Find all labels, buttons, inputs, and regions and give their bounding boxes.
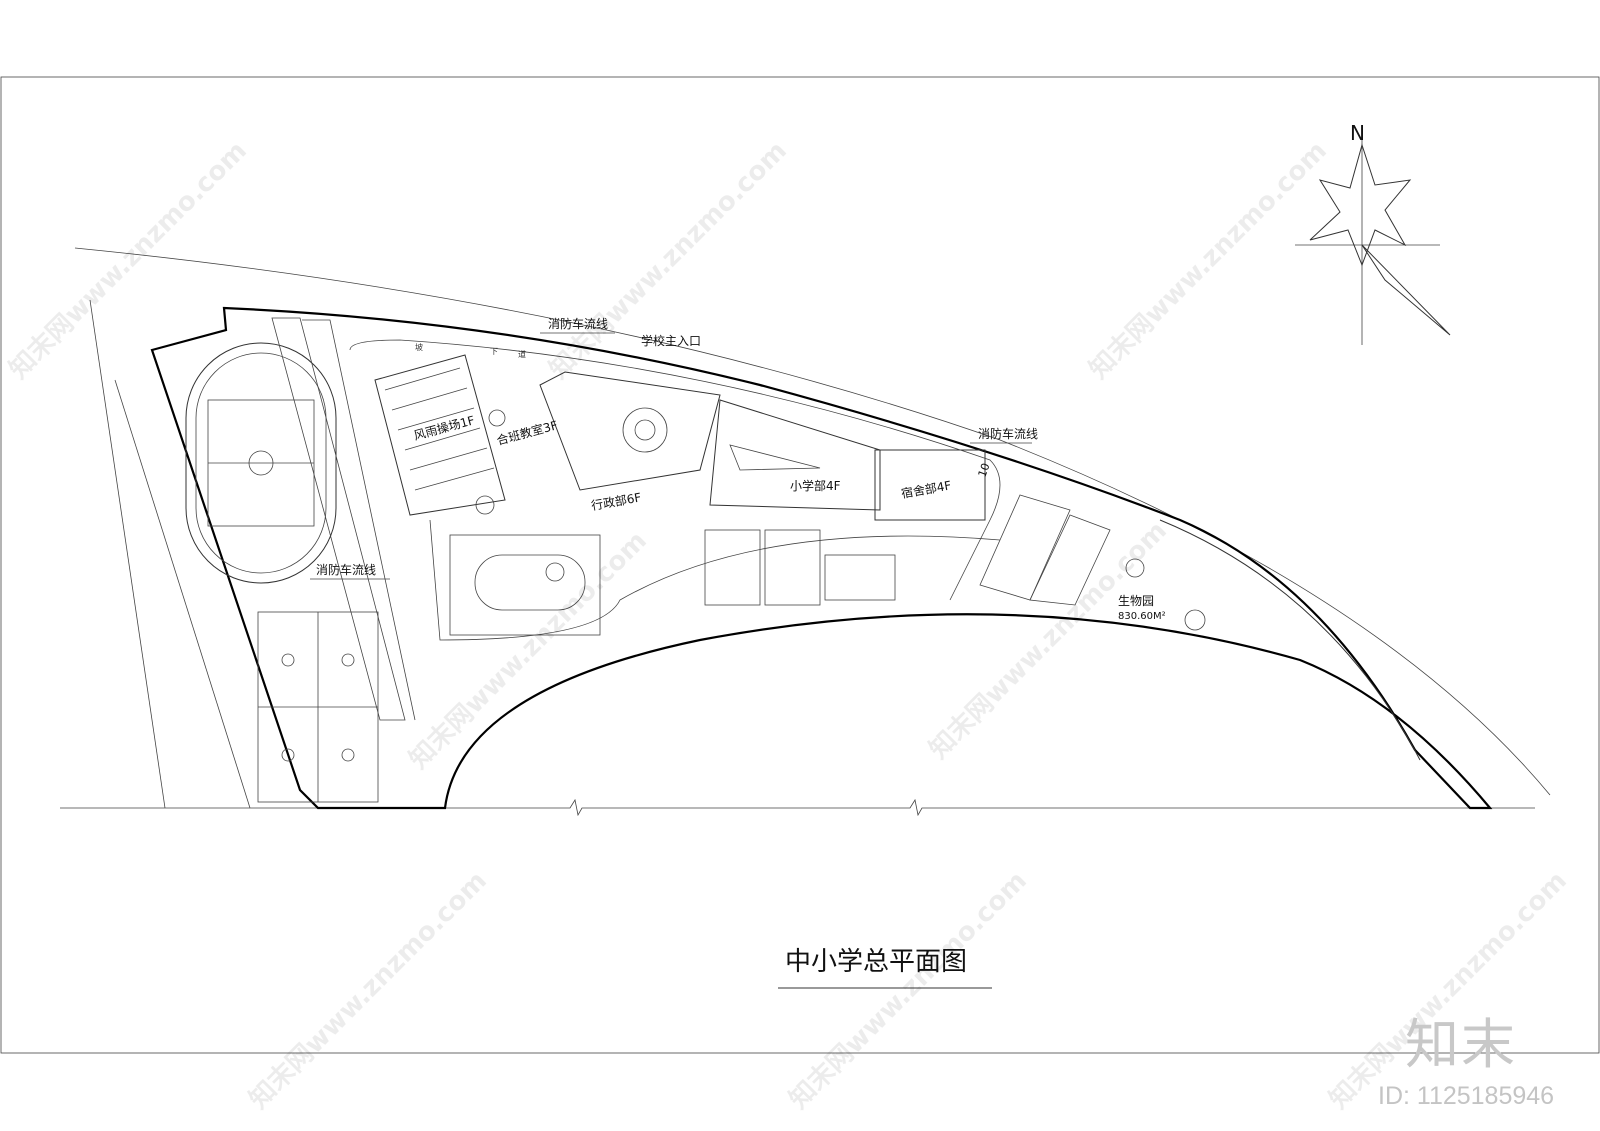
north-label: N [1350,121,1365,145]
drawing-title: 中小学总平面图 [785,947,967,977]
tennis-courts [704,529,896,606]
fire-route-label: 消防车流线 [548,316,608,331]
courtyard [449,534,601,636]
dorm-label: 宿舍部4F [900,477,952,501]
left-road [89,299,166,809]
fire-route-label: 消防车流线 [978,426,1038,441]
watermark-id: ID: 1125185946 [1378,1082,1555,1110]
drawing-frame [0,76,1600,1054]
stands [271,317,406,721]
ground-line [60,798,1535,817]
dimension-label: 10 [976,461,993,479]
svg-text:知末网www.znzmo.com: 知末网www.znzmo.com [244,866,493,1115]
bio-garden-area: 830.60M² [1118,611,1166,622]
site-boundary [150,306,1493,810]
svg-text:知末网www.znzmo.com: 知末网www.znzmo.com [1084,136,1333,385]
ramp-label: 下 [490,347,498,356]
gym-building [374,354,506,516]
svg-text:知末网www.znzmo.com: 知末网www.znzmo.com [924,516,1173,765]
outer-road [74,247,1551,796]
primary-label: 小学部4F [790,478,841,493]
svg-text:知末网www.znzmo.com: 知末网www.znzmo.com [784,866,1033,1115]
basketball-courts [257,611,379,803]
ramp-label: 坡 [415,342,423,352]
admin-building [539,371,721,491]
trees [475,409,1206,631]
joint-classroom-label: 合班教室3F [495,417,559,448]
svg-text:知末网www.znzmo.com: 知末网www.znzmo.com [404,526,653,775]
fire-route-label: 消防车流线 [316,562,376,577]
ramp-label: 道 [518,349,526,359]
bio-garden-label: 生物园 [1118,594,1154,608]
watermark-logo: 知末 [1405,1013,1517,1076]
svg-text:知末网www.znzmo.com: 知末网www.znzmo.com [4,136,253,385]
north-arrow: N [1295,121,1451,345]
admin-label: 行政部6F [590,489,642,513]
right-courts [979,494,1111,606]
running-track [185,342,337,584]
dorm-building [874,449,986,521]
main-entrance-label: 学校主入口 [641,333,701,348]
primary-building [709,399,881,511]
